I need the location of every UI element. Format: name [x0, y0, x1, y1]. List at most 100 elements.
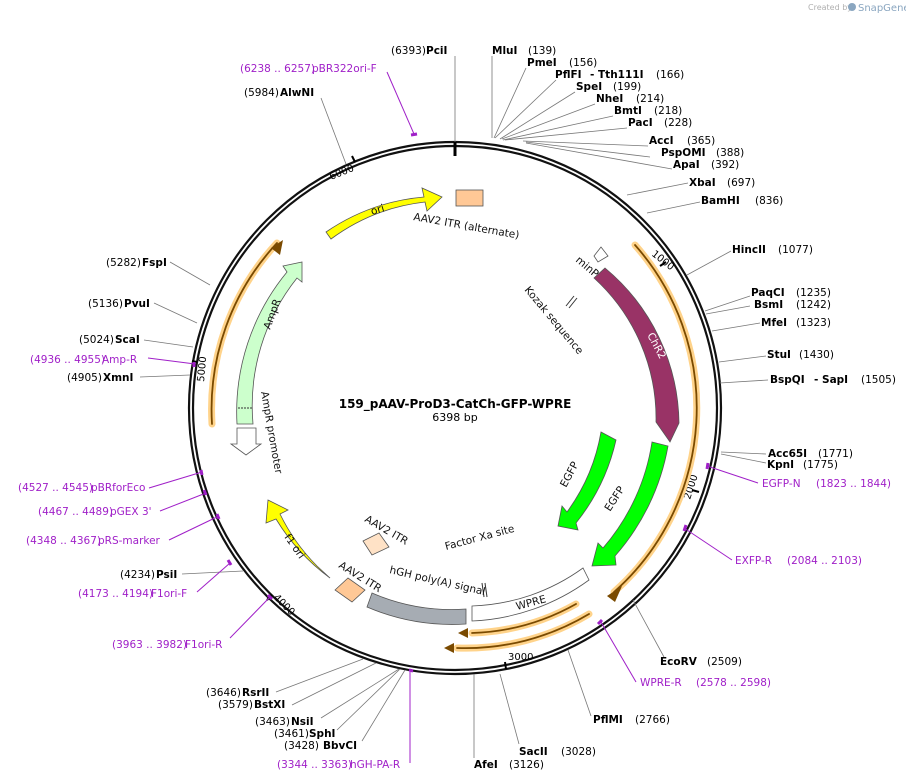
- primer-name-f1ori-r[interactable]: F1ori-R: [185, 639, 222, 651]
- primer-name-pbr322ori-f[interactable]: pBR322ori-F: [312, 63, 377, 75]
- site-name-apai[interactable]: ApaI: [673, 159, 700, 171]
- site-name-tth111i[interactable]: - Tth111I: [590, 69, 644, 81]
- orf-arc-3-core: [456, 613, 590, 650]
- kozak-marker-2: [568, 297, 578, 309]
- site-pos-bsmi: (1242): [796, 299, 831, 311]
- site-name-hincii[interactable]: HincII: [732, 244, 766, 256]
- wpre-feature[interactable]: [471, 567, 590, 622]
- primer-name-pbrforeco[interactable]: pBRforEco: [91, 482, 145, 494]
- orf-arc-4-core: [210, 242, 278, 425]
- site-name-kpni[interactable]: KpnI: [767, 459, 794, 471]
- ori-feature[interactable]: [325, 187, 443, 240]
- primer-leader-lines: [147, 71, 759, 763]
- site-name-sapi[interactable]: - SapI: [814, 374, 848, 386]
- site-name-afei[interactable]: AfeI: [474, 759, 498, 771]
- site-labels: (6393) PciI MluI (139) PmeI (156) PflFI …: [67, 45, 896, 771]
- site-name-rsrii[interactable]: RsrII: [242, 687, 269, 699]
- site-name-paqci[interactable]: PaqCI: [751, 287, 785, 299]
- site-name-scai[interactable]: ScaI: [115, 334, 140, 346]
- site-name-nsii[interactable]: NsiI: [291, 716, 314, 728]
- site-name-mlui[interactable]: MluI: [492, 45, 517, 57]
- hgh-polya-feature[interactable]: [366, 592, 467, 625]
- site-name-mfei[interactable]: MfeI: [761, 317, 787, 329]
- site-name-pmei[interactable]: PmeI: [527, 57, 557, 69]
- site-name-bspqi[interactable]: BspQI: [770, 374, 805, 386]
- site-pos-sphi: (3461): [274, 728, 309, 740]
- site-pos-mfei: (1323): [796, 317, 831, 329]
- primer-name-prs-marker[interactable]: pRS-marker: [98, 535, 161, 547]
- egfp-feature-2[interactable]: [591, 441, 669, 567]
- site-name-sacii[interactable]: SacII: [519, 746, 548, 758]
- site-name-pflfi[interactable]: PflFI: [555, 69, 582, 81]
- site-name-psii[interactable]: PsiI: [156, 569, 177, 581]
- primer-range-f1ori-f: (4173 .. 4194): [78, 588, 153, 600]
- site-name-pvui[interactable]: PvuI: [124, 298, 150, 310]
- tick-label-5000: 5000: [196, 356, 209, 382]
- site-name-psp0mi[interactable]: PspOMI: [661, 147, 706, 159]
- tick-label-3000: 3000: [508, 652, 533, 663]
- primer-name-amp-r[interactable]: Amp-R: [102, 354, 137, 366]
- site-name-paci[interactable]: PacI: [628, 117, 653, 129]
- site-name-bbvci[interactable]: BbvCI: [323, 740, 357, 752]
- egfp-label-1: EGFP: [558, 460, 581, 490]
- site-pos-rsrii: (3646): [206, 687, 241, 699]
- site-name-acci[interactable]: AccI: [649, 135, 673, 147]
- site-name-pcii[interactable]: PciI: [426, 45, 447, 57]
- site-pos-alwni: (5984): [244, 87, 279, 99]
- primer-name-exfp-r[interactable]: EXFP-R: [735, 555, 772, 567]
- site-name-spei[interactable]: SpeI: [576, 81, 602, 93]
- minp-feature[interactable]: [593, 246, 609, 263]
- primer-range-f1ori-r: (3963 .. 3982): [112, 639, 187, 651]
- kozak-label: Kozak sequence: [522, 284, 586, 357]
- ampr-feature[interactable]: [236, 261, 303, 425]
- site-pos-psii: (4234): [120, 569, 155, 581]
- site-name-bmti[interactable]: BmtI: [614, 105, 642, 117]
- site-name-alwni[interactable]: AlwNI: [280, 87, 314, 99]
- credit-brand: SnapGene: [858, 3, 906, 14]
- primer-range-prs-marker: (4348 .. 4367): [26, 535, 101, 547]
- site-pos-bspqi: (1505): [861, 374, 896, 386]
- primer-name-wpre-r[interactable]: WPRE-R: [640, 677, 682, 689]
- site-name-ecorv[interactable]: EcoRV: [660, 656, 698, 668]
- site-name-xbai[interactable]: XbaI: [689, 177, 716, 189]
- orf-arrowhead-3: [444, 643, 454, 653]
- primer-name-egfp-n[interactable]: EGFP-N: [762, 478, 801, 490]
- tick-3000: [504, 661, 507, 670]
- tick-5000: [191, 360, 198, 363]
- primer-range-hgh-pa-r: (3344 .. 3363): [277, 759, 352, 771]
- site-name-xmni[interactable]: XmnI: [103, 372, 133, 384]
- aav2-itr-feature-2[interactable]: [334, 577, 366, 603]
- site-name-fspi[interactable]: FspI: [142, 257, 167, 269]
- snapgene-logo-icon: [848, 3, 856, 11]
- aav2-itr-alternate-feature[interactable]: [455, 189, 484, 207]
- site-pos-xmni: (4905): [67, 372, 102, 384]
- site-name-bsmi[interactable]: BsmI: [754, 299, 783, 311]
- site-pos-spei: (199): [613, 81, 641, 93]
- site-pos-pflmi: (2766): [635, 714, 670, 726]
- site-pos-apai: (392): [711, 159, 739, 171]
- f1-ori-feature[interactable]: [265, 499, 331, 579]
- aav2-itr-feature-1[interactable]: [362, 532, 390, 556]
- site-pos-sacii: (3028): [561, 746, 596, 758]
- site-name-stui[interactable]: StuI: [767, 349, 791, 361]
- site-pos-hincii: (1077): [778, 244, 813, 256]
- orf-arrowhead-1: [607, 586, 622, 602]
- primer-name-pgex3[interactable]: pGEX 3': [110, 506, 152, 518]
- site-pos-nhei: (214): [636, 93, 664, 105]
- primer-name-hgh-pa-r[interactable]: hGH-PA-R: [350, 759, 400, 771]
- site-name-bstxi[interactable]: BstXI: [254, 699, 285, 711]
- site-name-acc65i[interactable]: Acc65I: [768, 448, 807, 460]
- hgh-polya-label: hGH poly(A) signal: [388, 564, 486, 598]
- egfp-feature-1[interactable]: [557, 431, 617, 531]
- chr2-feature[interactable]: [593, 267, 680, 443]
- site-name-pflmi[interactable]: PflMI: [593, 714, 623, 726]
- site-name-nhei[interactable]: NheI: [596, 93, 623, 105]
- site-pos-bmti: (218): [654, 105, 682, 117]
- site-name-bamhi[interactable]: BamHI: [701, 195, 740, 207]
- site-pos-bstxi: (3579): [218, 699, 253, 711]
- ampr-promoter-feature[interactable]: [229, 427, 263, 456]
- primer-name-f1ori-f[interactable]: F1ori-F: [151, 588, 187, 600]
- site-name-sphi[interactable]: SphI: [309, 728, 335, 740]
- orf-arrowhead-2: [458, 628, 468, 638]
